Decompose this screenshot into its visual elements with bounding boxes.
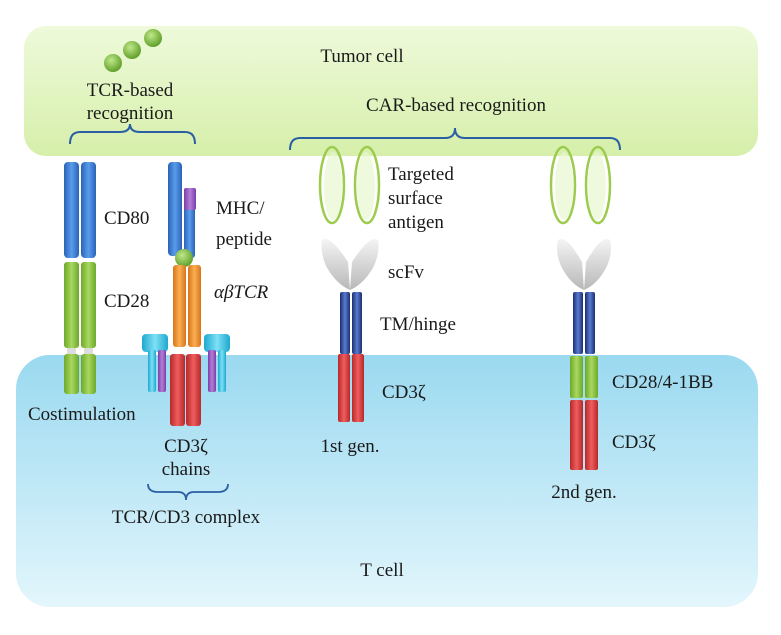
car-based-label: CAR-based recognition: [366, 95, 546, 116]
first-gen-label: 1st gen.: [320, 436, 379, 457]
costimulation-label: Costimulation: [28, 404, 136, 425]
peptide-block: [184, 188, 196, 210]
targeted-label-1: Targeted: [388, 164, 454, 185]
cd3z-left: [570, 400, 583, 470]
tm-hinge-right: [585, 292, 595, 354]
tcr-cd3-complex: [142, 162, 230, 426]
scfv-label: scFv: [388, 262, 424, 283]
mhc-blue: [168, 162, 182, 256]
scfv-right: [584, 238, 611, 290]
tm-hinge-right: [352, 292, 362, 354]
cd3-subunit-right-stalk-2: [218, 350, 226, 392]
cd3z-chain-right: [186, 354, 201, 426]
antigen-fill: [357, 152, 375, 220]
cd3z-chain-left: [170, 354, 185, 426]
tm-hinge-left: [340, 292, 350, 354]
cd28-tail-right: [81, 354, 96, 394]
scfv-right: [350, 238, 379, 290]
cd3-subunit-left-stalk: [148, 350, 156, 392]
targeted-label-2: surface: [388, 188, 443, 209]
cd28-hinge: [84, 348, 93, 354]
cd28-label: CD28: [104, 291, 149, 312]
peptide-ball: [175, 249, 193, 267]
targeted-label-3: antigen: [388, 212, 444, 233]
cd3-subunit-right-stalk: [208, 350, 216, 392]
cd3z-right: [352, 354, 364, 422]
tcr-cd3-complex-label: TCR/CD3 complex: [112, 507, 261, 528]
tm-hinge-left: [573, 292, 583, 354]
second-gen-label: 2nd gen.: [551, 482, 616, 503]
car-second-gen: [549, 145, 612, 470]
mhc-label-1: MHC/: [216, 198, 265, 219]
car-bracket: [289, 127, 621, 151]
tumor-cell-label: Tumor cell: [320, 46, 403, 67]
cd28-41bb-right: [585, 356, 598, 398]
cd3z-2nd-label: CD3ζ: [612, 432, 656, 453]
mhc-label-2: peptide: [216, 229, 272, 250]
cd3-subunit-left-stalk-2: [158, 350, 166, 392]
car-first-gen: [318, 145, 381, 422]
cd80-right: [81, 162, 96, 258]
cd3z-1st-label: CD3ζ: [382, 382, 426, 403]
cd3z-right: [585, 400, 598, 470]
tcr-beta: [188, 265, 201, 347]
t-cell-label: T cell: [360, 560, 403, 581]
cd3z-chains-label-2: chains: [162, 459, 211, 480]
antigen-ellipse-right: [584, 145, 612, 225]
scfv-left: [321, 238, 350, 290]
cd28-left: [64, 262, 79, 348]
cd80-cd28-molecule: [64, 162, 96, 394]
antigen-ellipse-left: [318, 145, 346, 225]
cd3-subunit-right-head: [204, 334, 230, 352]
antigen-ball: [104, 54, 122, 72]
antigen-fill: [324, 152, 342, 220]
antigen-ellipse-left: [549, 145, 577, 225]
cd3z-chains-label-1: CD3ζ: [164, 436, 208, 457]
scfv-left: [557, 238, 584, 290]
cd3-subunit-left-head: [142, 334, 168, 352]
cd28-41bb-label: CD28/4-1BB: [612, 372, 713, 393]
antigen-fill: [555, 152, 573, 220]
cd3z-left: [338, 354, 350, 422]
antigen-ball: [144, 29, 162, 47]
tm-hinge-label: TM/hinge: [380, 314, 456, 335]
tumor-cell-region: [24, 26, 758, 156]
cd80-label: CD80: [104, 208, 149, 229]
tcr-based-label-2: recognition: [87, 103, 174, 124]
antigen-ellipse-right: [353, 145, 381, 225]
antigen-fill: [588, 152, 606, 220]
tcr-based-label-1: TCR-based: [87, 80, 174, 101]
tcr-bracket: [69, 123, 196, 145]
cd28-hinge: [67, 348, 76, 354]
antigen-ball: [123, 41, 141, 59]
cd80-left: [64, 162, 79, 258]
tcr-alpha: [173, 265, 186, 347]
cd28-41bb-left: [570, 356, 583, 398]
cd28-right: [81, 262, 96, 348]
ab-tcr-label: αβTCR: [214, 282, 269, 303]
tcr-cd3-bracket: [147, 483, 229, 501]
cd28-tail-left: [64, 354, 79, 394]
